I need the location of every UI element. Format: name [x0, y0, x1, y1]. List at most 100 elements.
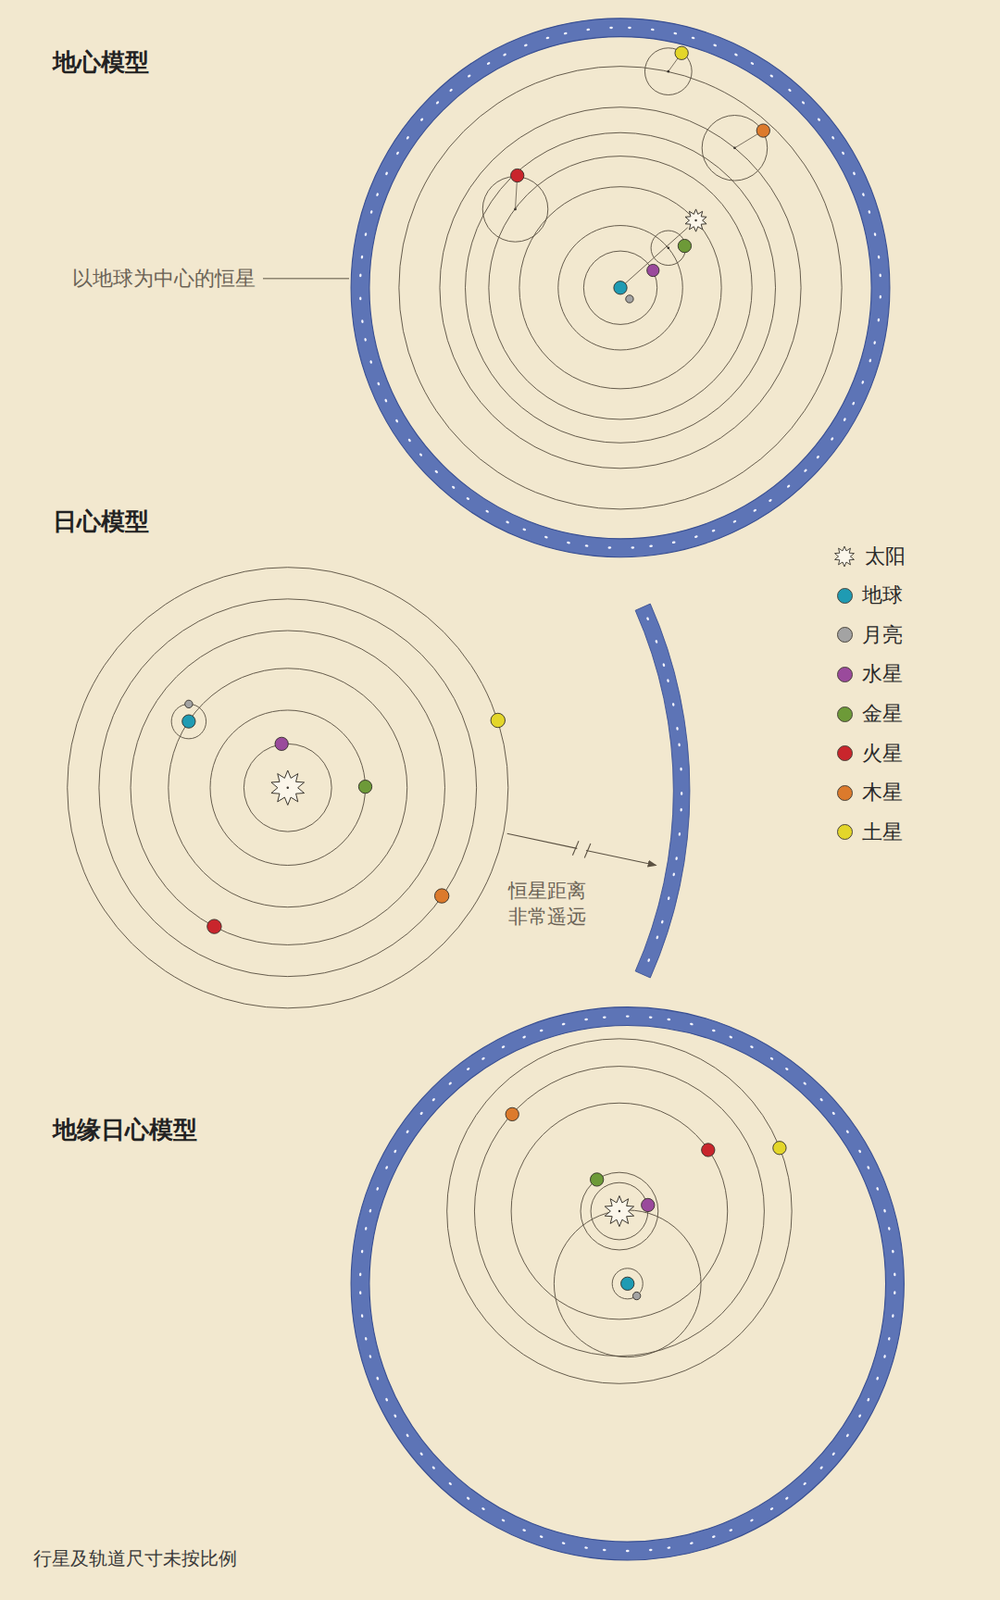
star-dot [842, 417, 847, 422]
legend-swatch [837, 706, 853, 723]
star-dot [861, 380, 865, 385]
star-dot [666, 1018, 671, 1022]
star-dot [522, 1035, 526, 1039]
star-dot [584, 1546, 588, 1550]
star-dot [893, 1290, 897, 1295]
legend-text: 太阳 [864, 542, 906, 571]
distance-arrow [507, 833, 578, 849]
star-dot [486, 62, 490, 66]
star-dot [787, 87, 792, 92]
star-dot [586, 27, 590, 31]
star-dot [876, 318, 880, 323]
star-dot [750, 62, 754, 66]
venus-planet [590, 1173, 604, 1187]
star-dot [893, 1273, 897, 1277]
legend-swatch [837, 824, 853, 840]
distance-arrow [586, 850, 657, 865]
star-dot [361, 255, 364, 260]
orbit-line [590, 1182, 649, 1240]
star-dot [359, 1290, 363, 1295]
star-dot [734, 52, 738, 57]
orbit-line [210, 710, 366, 866]
star-sphere-arc [635, 603, 690, 978]
star-dot [465, 1496, 470, 1500]
star-dot [405, 1129, 410, 1134]
legend-text: 金星 [862, 700, 903, 728]
star-dot [873, 232, 876, 237]
star-dot [395, 150, 400, 155]
mercury-planet [641, 1198, 655, 1212]
moon-body [185, 700, 193, 708]
star-dot [607, 546, 612, 550]
star-dot [672, 540, 676, 544]
star-dot [655, 935, 660, 939]
star-dot [816, 117, 821, 122]
star-dot [866, 1397, 871, 1401]
star-dot [785, 1496, 789, 1500]
star-dot [866, 1165, 871, 1170]
star-dot [602, 1015, 607, 1019]
star-dot [830, 437, 835, 441]
star-dot [434, 469, 438, 474]
star-sphere-edge [369, 1025, 887, 1543]
star-dot [585, 544, 589, 548]
jupiter-planet [434, 888, 449, 903]
section-heading: 日心模型 [52, 505, 150, 538]
star-dot [500, 1045, 505, 1050]
star-dot [875, 1187, 880, 1191]
star-dot [419, 1451, 424, 1456]
star-dot [672, 872, 675, 876]
legend-entry: 太阳 [833, 543, 906, 570]
legend-swatch [837, 745, 853, 762]
sun-symbol [685, 209, 707, 232]
star-dot [384, 398, 388, 402]
legend-entry: 水星 [837, 661, 903, 688]
star-dot [385, 1397, 389, 1401]
moon-orbit [612, 1268, 643, 1300]
legend-sun-symbol [833, 545, 856, 568]
orbit-line [558, 225, 683, 350]
orbit-line [168, 668, 408, 908]
star-dot [800, 100, 805, 105]
star-dot [851, 400, 856, 405]
star-dot [845, 1129, 850, 1134]
star-dot [405, 136, 410, 140]
star-dot [562, 1541, 566, 1545]
orbit-line [130, 630, 445, 945]
star-dot [625, 1550, 630, 1552]
star-dot [450, 485, 455, 489]
star-dot [680, 791, 683, 796]
star-dot [375, 1187, 380, 1191]
star-dot [609, 26, 613, 30]
star-dot [359, 274, 363, 278]
star-dot [802, 1481, 807, 1486]
star-dot [679, 767, 683, 772]
star-dot [887, 1226, 891, 1231]
saturn-planet [675, 46, 688, 60]
star-dot [502, 52, 507, 57]
star-dot [667, 896, 671, 900]
star-dot [769, 1506, 774, 1511]
star-dot [803, 468, 808, 473]
star-dot [867, 210, 871, 214]
star-dot [815, 454, 820, 459]
star-dot [393, 1149, 398, 1153]
epicycle-center [666, 246, 670, 250]
star-dot [431, 1097, 436, 1101]
break-mark [572, 840, 579, 855]
star-dot [769, 1056, 774, 1061]
star-dot [375, 192, 380, 197]
star-dot [786, 484, 790, 488]
legend-entry: 地球 [837, 582, 903, 609]
mars-planet [511, 168, 525, 182]
star-sphere [360, 1016, 895, 1551]
break-mark [584, 843, 591, 858]
star-dot [375, 1376, 380, 1381]
star-dot [728, 1035, 733, 1039]
star-dot [712, 1028, 716, 1033]
star-dot [891, 1313, 895, 1318]
star-dot [364, 1226, 368, 1231]
star-dot [407, 437, 412, 442]
